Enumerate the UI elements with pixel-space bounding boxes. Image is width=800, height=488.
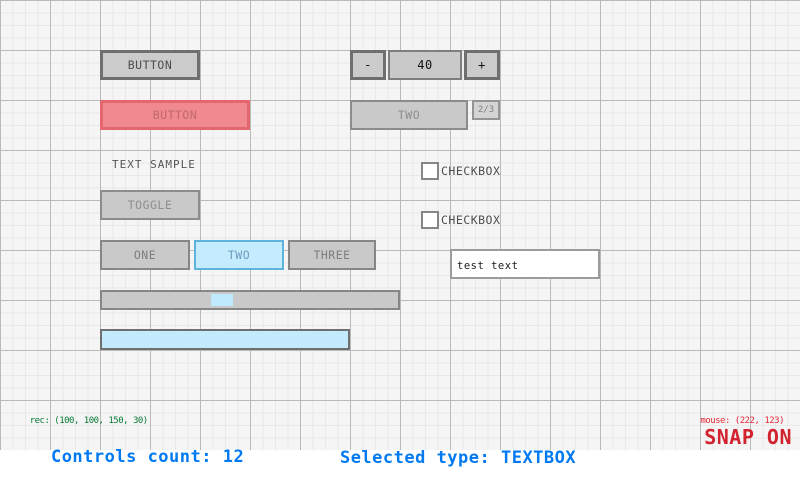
toggle-label: TOGGLE (127, 198, 173, 212)
checkbox-1-label: CHECKBOX (441, 162, 500, 180)
status-controls-count-text: Controls count: 12 (50, 447, 245, 467)
status-mouse-text: mouse: (222, 123) (700, 416, 784, 426)
combobox-counter[interactable]: 2/3 (472, 100, 500, 120)
toggle-group-item-one[interactable]: ONE (100, 240, 190, 270)
status-rec-text: rec: (100, 100, 150, 30) (29, 416, 149, 426)
textbox-input[interactable]: test text (450, 249, 600, 279)
combobox-counter-label: 2/3 (477, 105, 495, 115)
label-text: TEXT SAMPLE (112, 158, 196, 171)
status-mouse-position: mouse: (222, 123) (681, 406, 784, 436)
checkbox-1[interactable] (421, 162, 439, 180)
status-selected-type: Selected type: TEXTBOX (297, 428, 576, 488)
toggle-group-one-label: ONE (133, 248, 157, 262)
button-label: BUTTON (127, 58, 173, 72)
button-control-selected[interactable]: BUTTON (100, 100, 250, 130)
spinner-value-box[interactable]: 40 (388, 50, 462, 80)
combobox-selected-label: TWO (397, 108, 421, 122)
textbox-value: test text (457, 260, 519, 272)
checkbox-2[interactable] (421, 211, 439, 229)
toggle-control[interactable]: TOGGLE (100, 190, 200, 220)
status-selected-type-text: Selected type: TEXTBOX (339, 448, 577, 468)
status-snap-mode[interactable]: SNAP ON (704, 425, 792, 449)
editor-grid-canvas[interactable]: BUTTON BUTTON TEXT SAMPLE TOGGLE ONE TWO… (0, 0, 800, 468)
checkbox-1-label-text: CHECKBOX (441, 164, 501, 178)
minus-icon: - (364, 58, 372, 72)
checkbox-2-label-text: CHECKBOX (441, 213, 501, 227)
progressbar-control[interactable] (100, 329, 350, 350)
status-controls-count: Controls count: 12 (8, 427, 244, 487)
button-control[interactable]: BUTTON (100, 50, 200, 80)
toggle-group-item-two[interactable]: TWO (194, 240, 284, 270)
combobox-control[interactable]: TWO (350, 100, 468, 130)
slider-handle[interactable] (211, 294, 233, 306)
plus-icon: + (478, 58, 486, 72)
label-control[interactable]: TEXT SAMPLE (112, 158, 196, 171)
toggle-group-three-label: THREE (313, 248, 351, 262)
toggle-group-item-three[interactable]: THREE (288, 240, 376, 270)
spinner-minus-button[interactable]: - (350, 50, 386, 80)
slider-control[interactable] (100, 290, 400, 310)
checkbox-2-label: CHECKBOX (441, 211, 500, 229)
button-selected-label: BUTTON (152, 108, 198, 122)
spinner-value: 40 (417, 58, 433, 72)
toggle-group-two-label: TWO (227, 248, 251, 262)
spinner-plus-button[interactable]: + (464, 50, 500, 80)
status-selected-rec: rec: (100, 100, 150, 30) (10, 406, 149, 436)
status-snap-text: SNAP ON (704, 425, 792, 449)
